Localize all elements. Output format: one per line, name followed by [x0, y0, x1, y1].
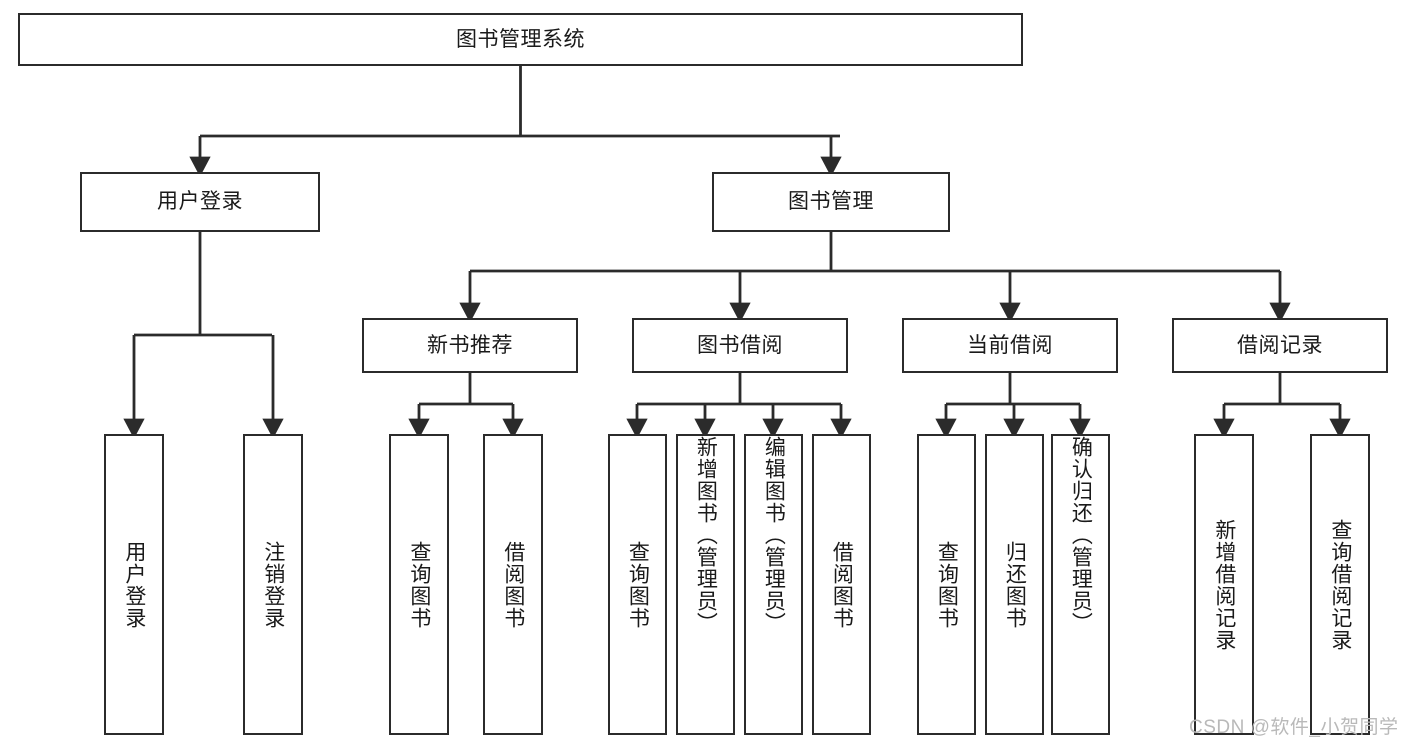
node-leaf-add-borrow-record[interactable]: 新增借阅记录 — [1194, 434, 1254, 735]
node-label: 查询图书 — [407, 540, 431, 629]
node-leaf-borrow-book-2[interactable]: 借阅图书 — [812, 434, 871, 735]
node-label: 借阅图书 — [830, 540, 854, 629]
node-label: 图书管理系统 — [456, 27, 585, 51]
node-label: 用户登录 — [122, 540, 146, 629]
node-label: 借阅图书 — [501, 540, 525, 629]
node-label: 新书推荐 — [427, 333, 513, 357]
node-label: 归还图书 — [1003, 540, 1027, 629]
node-leaf-user-logout[interactable]: 注销登录 — [243, 434, 303, 735]
node-label: 确认归还（管理员） — [1069, 436, 1093, 634]
node-leaf-query-book-1[interactable]: 查询图书 — [389, 434, 449, 735]
node-label: 新增图书（管理员） — [694, 436, 718, 634]
node-label: 用户登录 — [157, 190, 243, 214]
node-label: 当前借阅 — [967, 333, 1053, 357]
node-label: 图书借阅 — [697, 333, 783, 357]
node-leaf-user-login[interactable]: 用户登录 — [104, 434, 164, 735]
node-leaf-query-book-2[interactable]: 查询图书 — [608, 434, 667, 735]
node-current-borrow[interactable]: 当前借阅 — [902, 318, 1118, 373]
node-borrow-record[interactable]: 借阅记录 — [1172, 318, 1388, 373]
node-label: 新增借阅记录 — [1212, 518, 1236, 651]
node-leaf-edit-book-admin[interactable]: 编辑图书（管理员） — [744, 434, 803, 735]
watermark-text: CSDN @软件_小贺同学 — [1189, 717, 1399, 738]
node-leaf-query-book-3[interactable]: 查询图书 — [917, 434, 976, 735]
node-leaf-confirm-return-admin[interactable]: 确认归还（管理员） — [1051, 434, 1110, 735]
node-root-system[interactable]: 图书管理系统 — [18, 13, 1023, 66]
node-label: 图书管理 — [788, 190, 874, 214]
node-label: 注销登录 — [261, 540, 285, 629]
node-leaf-borrow-book-1[interactable]: 借阅图书 — [483, 434, 543, 735]
node-book-manage[interactable]: 图书管理 — [712, 172, 950, 232]
node-book-borrow[interactable]: 图书借阅 — [632, 318, 848, 373]
node-label: 查询借阅记录 — [1328, 518, 1352, 651]
node-leaf-query-borrow-record[interactable]: 查询借阅记录 — [1310, 434, 1370, 735]
node-new-book-recommend[interactable]: 新书推荐 — [362, 318, 578, 373]
node-label: 借阅记录 — [1237, 333, 1323, 357]
node-label: 查询图书 — [626, 540, 650, 629]
node-leaf-add-book-admin[interactable]: 新增图书（管理员） — [676, 434, 735, 735]
node-label: 编辑图书（管理员） — [762, 436, 786, 634]
node-label: 查询图书 — [935, 540, 959, 629]
node-leaf-return-book[interactable]: 归还图书 — [985, 434, 1044, 735]
node-user-login[interactable]: 用户登录 — [80, 172, 320, 232]
